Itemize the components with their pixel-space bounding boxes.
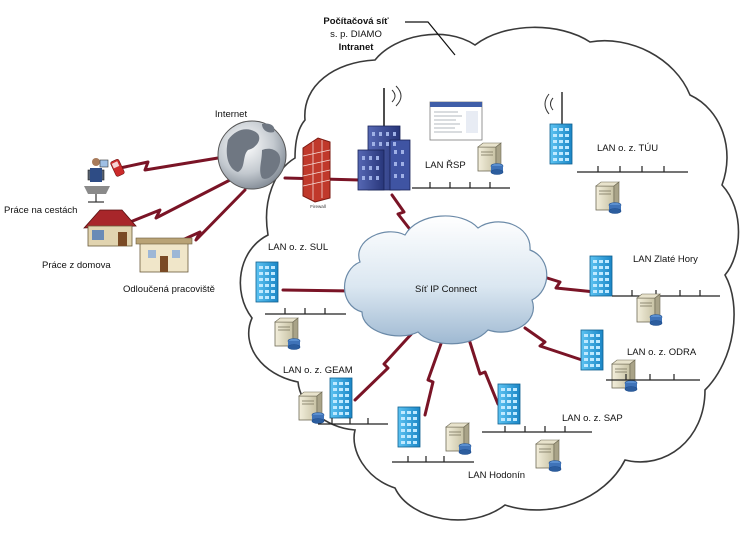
odra-tower-icon <box>580 329 604 371</box>
lan-odra-label: LAN o. z. ODRA <box>627 347 697 358</box>
hq-building-icon <box>357 85 411 191</box>
home-office-icon <box>83 209 137 247</box>
ip-connect-cloud <box>343 215 548 345</box>
lan-hodonin-label: LAN Hodonín <box>468 470 525 481</box>
title-line1: Počítačová síť <box>323 16 389 27</box>
geam-server-icon <box>298 391 325 424</box>
geam-tower-icon <box>329 377 353 419</box>
title-line2: s. p. DIAMO <box>330 29 382 40</box>
home-label: Práce z domova <box>42 260 111 271</box>
tuu-tower-icon <box>549 123 573 165</box>
mobile-phone-icon <box>110 158 125 177</box>
sap-server-icon <box>535 439 562 472</box>
web-portal-screenshot <box>429 101 483 141</box>
zlate-hory-server-icon <box>636 293 663 326</box>
title-line3: Intranet <box>339 42 375 53</box>
lan-rsp-label: LAN ŘSP <box>425 160 466 171</box>
tuu-antenna-icon <box>544 92 563 124</box>
branch-label: Odloučená pracoviště <box>123 284 215 295</box>
lan-geam-label: LAN o. z. GEAM <box>283 365 353 376</box>
ip-connect-label: Síť IP Connect <box>415 284 477 295</box>
hodonin-server-icon <box>445 422 472 455</box>
firewall-icon <box>302 137 331 203</box>
title-callout-line <box>405 21 456 56</box>
lan-zlate-hory-label: LAN Zlaté Hory <box>633 254 698 265</box>
rsp-server-icon <box>477 142 504 175</box>
lan-tuu-label: LAN o. z. TÚU <box>597 143 658 154</box>
sap-tower-icon <box>497 383 521 425</box>
branch-office-icon <box>135 237 193 273</box>
lan-sap-label: LAN o. z. SAP <box>562 413 623 424</box>
zlate-hory-tower-icon <box>589 255 613 297</box>
internet-globe-icon <box>217 120 287 190</box>
odra-server-icon <box>611 359 638 392</box>
sul-tower-icon <box>255 261 279 303</box>
internet-label: Internet <box>215 109 248 120</box>
traveling-worker-icon <box>84 158 110 203</box>
tuu-server-icon <box>595 181 622 214</box>
lan-sul-label: LAN o. z. SUL <box>268 242 328 253</box>
network-links <box>113 156 597 417</box>
firewall-label: Firewall <box>310 204 326 209</box>
sul-server-icon <box>274 317 301 350</box>
travel-label: Práce na cestách <box>4 205 77 216</box>
hodonin-tower-icon <box>397 406 421 448</box>
